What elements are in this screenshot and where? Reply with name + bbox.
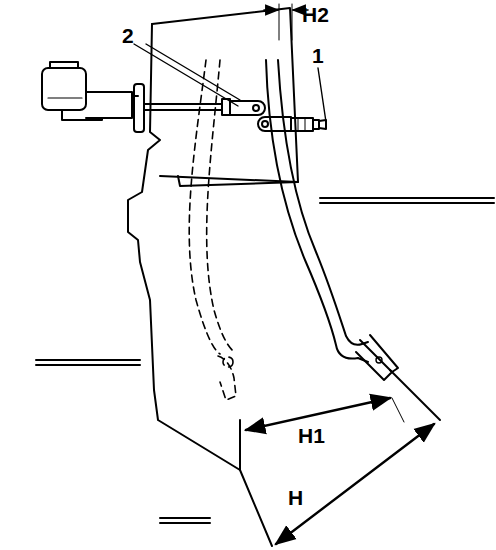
drawing-stroke [222,99,230,115]
drawing-stroke [218,356,236,400]
drawing-stroke [292,4,293,40]
pedal-bracket [128,8,298,546]
drawing-stroke [298,118,299,131]
drawing-stroke [160,517,210,519]
pedal-depressed-outline [189,60,236,400]
drawing-stroke [223,357,233,367]
drawing-stroke [189,60,220,354]
callout-number: 1 [310,44,326,67]
dimension-label: H [286,486,305,509]
drawing-stroke [253,105,259,111]
drawing-stroke [62,110,102,120]
dimension-lines [246,4,434,544]
drawing-stroke [264,9,278,11]
drawing-stroke [132,95,138,97]
drawing-stroke [50,62,78,68]
drawing-stroke [320,202,494,204]
drawing-stroke [144,103,222,105]
drawing-stroke [279,4,280,40]
drawing-stroke [160,176,298,182]
dimension-label: H2 [300,3,331,26]
drawing-stroke [390,370,440,420]
drawing-stroke [144,109,222,111]
drawing-stroke [86,92,132,118]
drawing-stroke [240,420,272,546]
drawing-stroke [146,44,240,100]
drawing-stroke [392,398,404,422]
drawing-stroke [276,424,434,544]
drawing-stroke [128,24,240,470]
drawing-stroke [48,97,82,98]
leader-lines [134,44,326,122]
drawing-stroke [207,60,234,352]
drawing-stroke [134,44,238,106]
drawing-stroke [262,121,268,127]
drawing-stroke [291,118,313,131]
drawing-stroke [305,118,306,131]
push-rod-clevis [144,99,265,115]
floor-panel [36,198,494,523]
drawing-stroke [230,101,265,115]
drawing-stroke [319,120,326,129]
dimension-label: H1 [296,424,327,447]
drawing-stroke [134,84,144,132]
drawing-stroke [318,68,326,122]
drawing-stroke [36,359,140,361]
master-cylinder [42,62,144,132]
drawing-stroke [376,357,382,363]
callout-number: 2 [120,24,136,47]
drawing-stroke [42,68,86,110]
drawing-stroke [258,117,291,131]
drawing-stroke [356,340,392,380]
pedal-stop-adjuster [258,117,326,131]
clutch-pedal [266,60,398,380]
drawing-stroke [320,197,494,199]
drawing-stroke [266,60,368,362]
drawing-stroke [160,522,210,524]
drawing-stroke [36,364,140,366]
drawing-stroke [370,335,398,372]
